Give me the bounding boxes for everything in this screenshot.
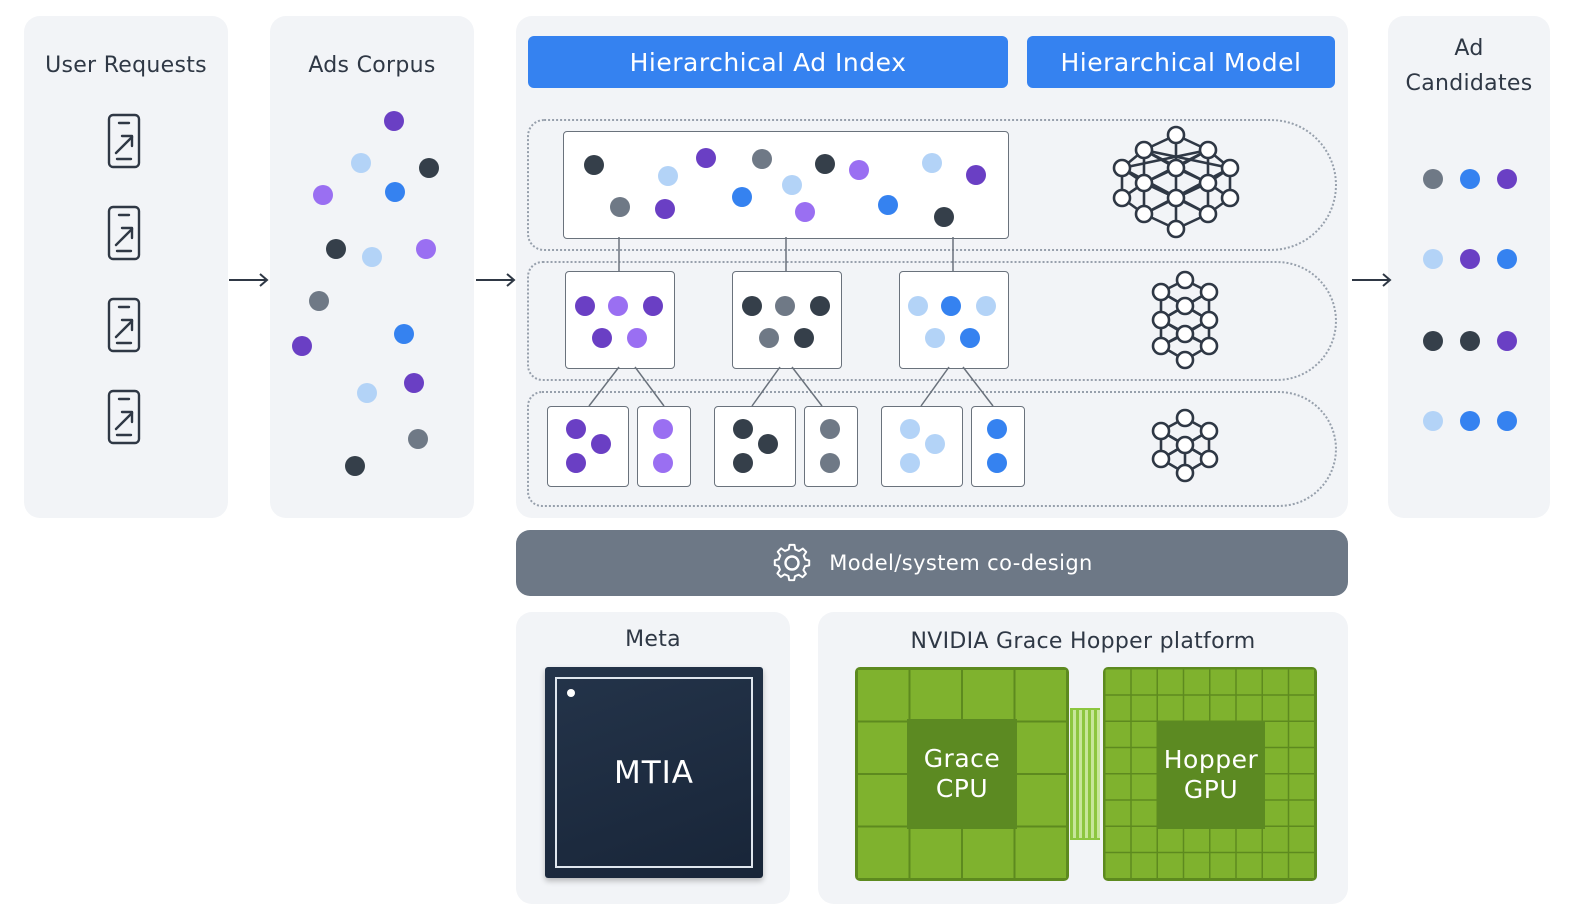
nvlink-bridge bbox=[1070, 708, 1100, 840]
user-requests-panel: User Requests bbox=[24, 16, 228, 518]
root-cluster bbox=[563, 131, 1009, 239]
mid-cluster-2 bbox=[732, 271, 842, 369]
leaf-cluster-4 bbox=[804, 406, 858, 487]
leaf-cluster-6 bbox=[971, 406, 1025, 487]
ad-candidates-panel: Ad Candidates bbox=[1388, 16, 1550, 518]
hierarchy-level-1-band bbox=[527, 119, 1337, 251]
grace-label-line2: CPU bbox=[935, 774, 989, 803]
meta-title: Meta bbox=[625, 627, 681, 652]
grace-label-line1: Grace bbox=[923, 744, 1001, 773]
ads-corpus-title: Ads Corpus bbox=[308, 53, 436, 78]
arrow-right-icon-3 bbox=[1351, 273, 1391, 287]
mid-cluster-1 bbox=[565, 271, 675, 369]
ad-candidates-title-line2: Candidates bbox=[1405, 71, 1533, 96]
leaf-cluster-2 bbox=[637, 406, 691, 487]
mtia-label: MTIA bbox=[613, 755, 695, 791]
user-requests-title: User Requests bbox=[45, 53, 207, 78]
hopper-label-line2: GPU bbox=[1183, 775, 1239, 804]
arrow-right-icon-2 bbox=[475, 273, 515, 287]
hopper-label-line1: Hopper bbox=[1163, 745, 1259, 774]
arrow-right-icon-1 bbox=[228, 273, 268, 287]
grace-cpu-chip: Grace CPU bbox=[855, 667, 1069, 881]
mtia-pin-dot bbox=[567, 689, 575, 697]
leaf-cluster-3 bbox=[714, 406, 796, 487]
nvidia-title: NVIDIA Grace Hopper platform bbox=[910, 629, 1256, 654]
gear-icon bbox=[774, 543, 811, 582]
mtia-chip-border: MTIA bbox=[555, 677, 753, 868]
hierarchical-model-header: Hierarchical Model bbox=[1027, 36, 1335, 88]
mtia-chip: MTIA bbox=[545, 667, 763, 878]
hopper-gpu-chip: Hopper GPU bbox=[1103, 667, 1317, 881]
codesign-label: Model/system co-design bbox=[829, 551, 1093, 575]
ads-corpus-panel: Ads Corpus bbox=[270, 16, 474, 518]
leaf-cluster-1 bbox=[547, 406, 629, 487]
hopper-gpu-core: Hopper GPU bbox=[1157, 721, 1265, 829]
hierarchical-ad-index-header: Hierarchical Ad Index bbox=[528, 36, 1008, 88]
leaf-cluster-5 bbox=[881, 406, 963, 487]
ad-candidates-title-line1: Ad bbox=[1454, 36, 1484, 61]
grace-cpu-core: Grace CPU bbox=[907, 719, 1017, 829]
mid-cluster-3 bbox=[899, 271, 1009, 369]
codesign-bar: Model/system co-design bbox=[516, 530, 1348, 596]
